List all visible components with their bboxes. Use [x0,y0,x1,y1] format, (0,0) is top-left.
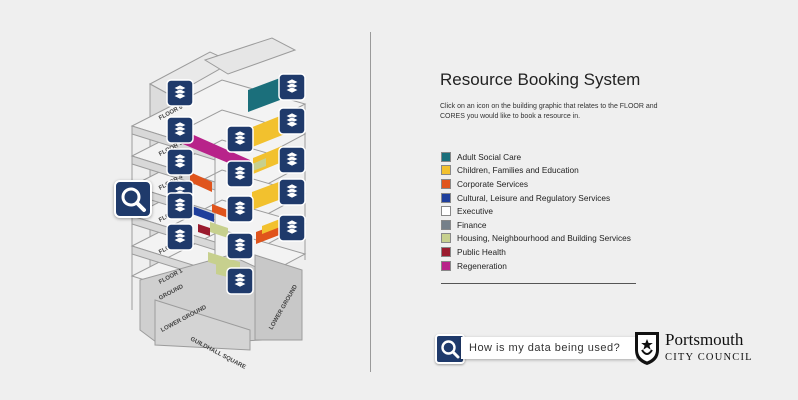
book-resource-layers-icon[interactable] [278,107,306,135]
dept-children-1 [262,219,280,234]
book-resource-layers-icon[interactable] [278,214,306,242]
book-resource-layers-icon[interactable] [278,146,306,174]
lower-ground-right [254,254,303,341]
legend-label: Finance [457,219,487,230]
legend-item: Cultural, Leisure and Regulatory Service… [441,191,631,205]
dept-housing-5 [250,158,266,172]
dept-corporate-2 [212,204,228,218]
logo-subtitle: CITY COUNCIL [665,352,753,363]
legend-label: Executive [457,206,493,217]
legend-swatch [441,192,451,203]
legend-item: Public Health [441,245,631,259]
right-tower [203,37,297,75]
divider [370,32,371,372]
legend-swatch [441,151,451,162]
legend-swatch [441,246,451,257]
search-icon[interactable] [114,180,152,218]
legend-swatch [441,219,451,230]
book-resource-layers-icon[interactable] [226,125,254,153]
data-usage-link[interactable]: How is my data being used? [461,337,636,359]
logo-name: Portsmouth [665,330,744,349]
legend-label: Adult Social Care [457,151,522,162]
book-resource-layers-icon[interactable] [166,116,194,144]
legend-item: Adult Social Care [441,150,631,164]
dept-public-health [198,224,210,236]
legend-label: Cultural, Leisure and Regulatory Service… [457,192,611,203]
instructions-text: Click on an icon on the building graphic… [440,103,658,120]
legend-label: Public Health [457,246,506,257]
book-resource-layers-icon[interactable] [226,160,254,188]
book-resource-layers-icon[interactable] [166,148,194,176]
book-resource-layers-icon[interactable] [226,232,254,260]
portsmouth-crest-icon [635,332,659,365]
portsmouth-logo[interactable]: Portsmouth CITY COUNCIL [633,330,763,368]
legend-item: Housing, Neighbourhood and Building Serv… [441,232,631,246]
legend-item: Corporate Services [441,177,631,191]
legend-label: Children, Families and Education [457,165,579,176]
book-resource-layers-icon[interactable] [278,73,306,101]
legend-swatch [441,260,451,271]
dept-corporate-3 [190,172,212,192]
page-title: Resource Booking System [440,70,641,89]
legend-label: Corporate Services [457,178,529,189]
legend-label: Regeneration [457,260,507,271]
legend-item: Executive [441,204,631,218]
dept-children-3 [252,180,284,210]
legend-swatch [441,206,451,217]
book-resource-layers-icon[interactable] [166,79,194,107]
legend-divider [441,283,636,284]
book-resource-layers-icon[interactable] [278,178,306,206]
legend-label: Housing, Neighbourhood and Building Serv… [457,233,631,244]
dept-housing-2 [210,222,228,238]
booking-icons [166,73,306,295]
lower-ground-left [154,299,251,351]
legend-item: Finance [441,218,631,232]
book-resource-layers-icon[interactable] [226,267,254,295]
book-resource-layers-icon[interactable] [166,223,194,251]
legend-item: Regeneration [441,259,631,273]
building-graphic: FLOOR 6 FLOOR 5 FLOOR 4 FLOOR 3 FLOOR 2 … [130,37,307,371]
legend-item: Children, Families and Education [441,164,631,178]
legend-swatch [441,233,451,244]
dept-adult-social-care [248,78,280,112]
department-legend: Adult Social Care Children, Families and… [441,150,631,272]
book-resource-layers-icon[interactable] [166,192,194,220]
dept-children-6 [250,114,285,148]
dept-cultural [192,206,214,222]
legend-swatch [441,165,451,176]
book-resource-layers-icon[interactable] [226,195,254,223]
legend-swatch [441,178,451,189]
